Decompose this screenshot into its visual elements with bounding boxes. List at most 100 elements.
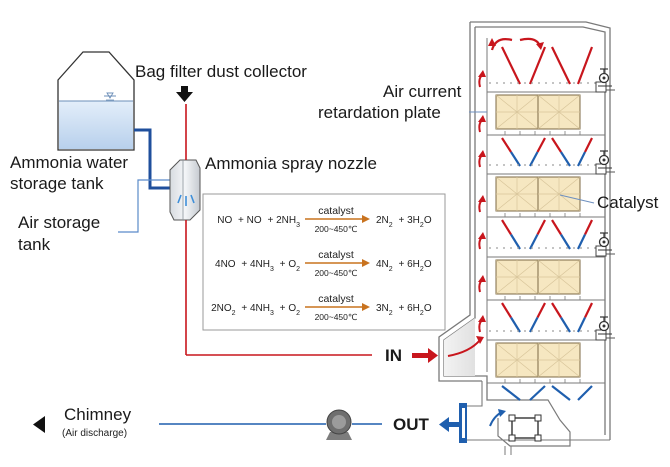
chem-token: + (235, 215, 246, 226)
gas-flow-line (584, 137, 593, 153)
chem-subscript: 3 (296, 222, 300, 229)
gas-flow-line (551, 46, 571, 85)
outlet-fan-unit (489, 409, 542, 442)
reaction-arrowhead-icon (362, 259, 370, 267)
inlet-arrow-icon (412, 348, 438, 363)
reaction-catalyst-label: catalyst (318, 205, 354, 217)
gas-flow-line (501, 46, 521, 85)
chem-token: + (239, 303, 250, 314)
gas-flow-line (577, 385, 593, 401)
spray-nozzle-label: Ammonia spray nozzle (205, 154, 377, 173)
gas-flow-line (510, 316, 521, 333)
catalyst-layer (487, 339, 605, 384)
gas-flow-line (560, 233, 571, 250)
chem-token: 3N (376, 303, 389, 314)
chimney-sub-label: (Air discharge) (62, 428, 127, 439)
gas-flow-line (576, 46, 594, 85)
chem-token: + (239, 259, 250, 270)
reaction-products: 3N2 + 6H2O (376, 303, 432, 317)
gas-flow-line (501, 385, 521, 401)
ammonia-water-tank (57, 51, 135, 151)
chem-subscript: 2 (389, 266, 393, 273)
chem-token: O (288, 303, 296, 314)
gas-flow-line (501, 302, 512, 319)
gas-flow-line (528, 46, 547, 85)
chem-token: 2NH (276, 215, 296, 226)
gas-flow-line (536, 137, 546, 153)
induced-draft-fan-icon (326, 409, 352, 440)
spray-mist-icon (177, 194, 195, 206)
tower-internals (478, 37, 605, 401)
gas-flow-line (560, 316, 571, 333)
soot-blower-valve-icon (595, 150, 615, 175)
outlet-arrow-icon (439, 417, 460, 432)
soot-blower-valve-icon (595, 68, 615, 93)
chem-subscript: 2 (389, 310, 393, 317)
chem-token: 3H (407, 215, 420, 226)
reaction-temperature: 200~450℃ (315, 312, 358, 322)
ammonia-tank-label-line2: storage tank (10, 174, 104, 193)
scr-tower (438, 21, 611, 455)
hot-gas-line (185, 104, 372, 356)
chem-token: + (396, 215, 407, 226)
chem-token: 4NH (250, 259, 270, 270)
chem-subscript: 2 (420, 266, 424, 273)
gas-flow-line (501, 137, 512, 153)
chem-subscript: 2 (296, 310, 300, 317)
chem-subscript: 3 (270, 266, 274, 273)
reaction-catalyst-label: catalyst (318, 249, 354, 261)
chem-token: + (265, 215, 276, 226)
chem-token: 4NH (250, 303, 270, 314)
bag-filter-label: Bag filter dust collector (135, 62, 307, 81)
gas-flow-line (529, 151, 539, 167)
gas-flow-line (584, 219, 593, 235)
gas-flow-line (536, 219, 546, 236)
chem-subscript: 3 (270, 310, 274, 317)
chem-token: O (288, 259, 296, 270)
chem-token: + (396, 303, 407, 314)
reaction-catalyst-label: catalyst (318, 293, 354, 305)
soot-blower-valve-icon (595, 316, 615, 341)
air-supply-line (118, 179, 172, 233)
chem-token: O (424, 259, 432, 270)
ammonia-tank-label-line1: Ammonia water (10, 153, 128, 172)
chem-token: NO (247, 215, 262, 226)
reaction-reactants: 4NO + 4NH3 + O2 (215, 259, 300, 273)
reaction-arrowhead-icon (362, 215, 370, 223)
air-current-label-line1: Air current (383, 82, 462, 101)
gas-flow-line (551, 137, 562, 153)
chem-token: O (424, 303, 432, 314)
gas-flow-line (551, 302, 562, 319)
reaction-temperature: 200~450℃ (315, 268, 358, 278)
chem-subscript: 2 (389, 222, 393, 229)
chem-token: NO (217, 215, 232, 226)
chem-token: 4NO (215, 259, 236, 270)
gas-flow-line (529, 233, 539, 250)
reaction-reactants: 2NO2 + 4NH3 + O2 (211, 303, 300, 317)
ammonia-supply-line (134, 128, 172, 190)
gas-flow-line (551, 219, 562, 236)
chem-subscript: 2 (232, 310, 236, 317)
bag-filter-down-arrow-icon (176, 86, 193, 102)
gas-flow-line (551, 385, 571, 401)
chem-token: + (396, 259, 407, 270)
gas-flow-line (560, 151, 571, 167)
chem-subscript: 2 (420, 222, 424, 229)
ammonia-spray-nozzle (169, 159, 201, 221)
inlet-duct (444, 318, 484, 376)
reaction-arrowhead-icon (362, 303, 370, 311)
gas-flow-line (577, 234, 586, 250)
soot-blower-valve-icon (595, 232, 615, 257)
chem-token: 6H (407, 259, 420, 270)
chem-subscript: 2 (420, 310, 424, 317)
chem-token: 2N (376, 215, 389, 226)
gas-flow-line (510, 151, 521, 167)
top-turn-arrow-icon (490, 38, 513, 51)
gas-flow-line (529, 385, 546, 401)
chem-token: 6H (407, 303, 420, 314)
catalyst-layer (487, 256, 605, 301)
